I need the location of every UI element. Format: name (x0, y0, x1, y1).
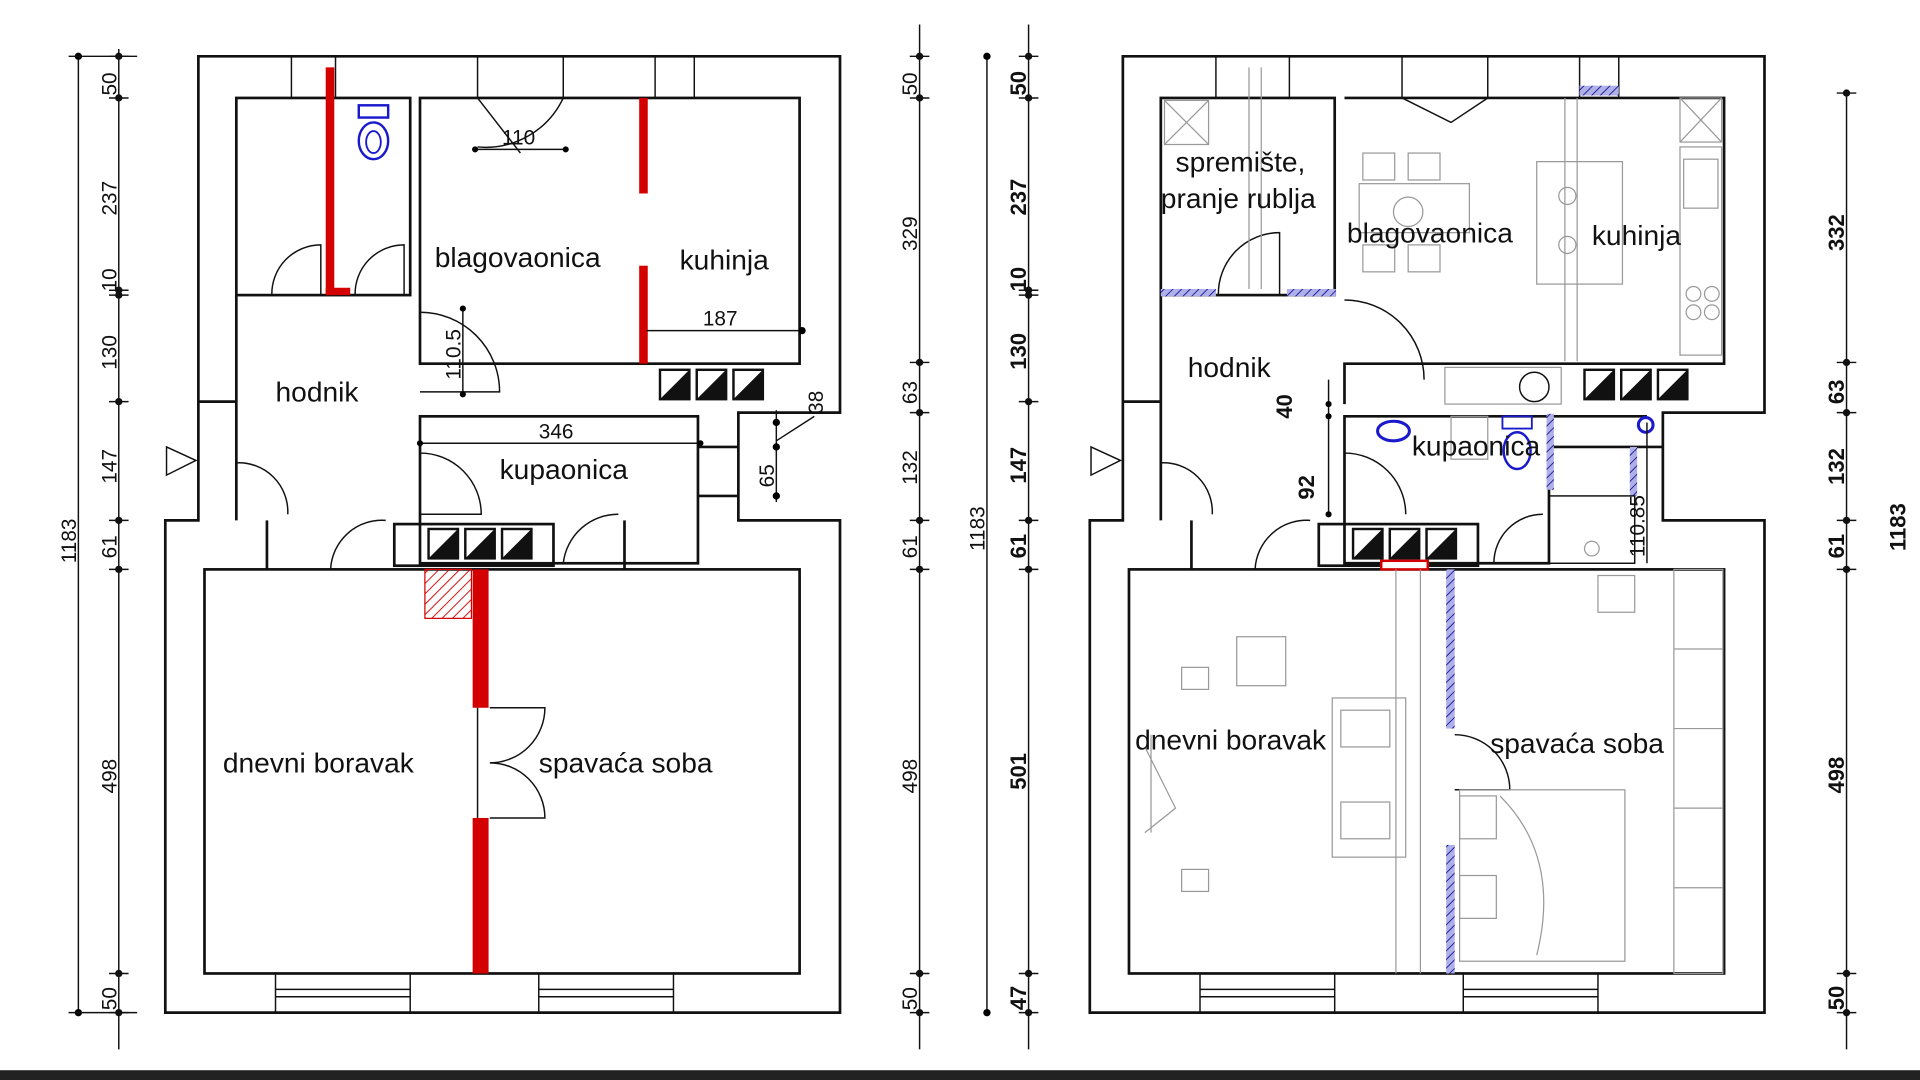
dim-seg: 47 (1006, 986, 1031, 1011)
room-spremiste: spremište, (1176, 146, 1306, 177)
interior-dimensions: 110 187 110.5 346 38 65 (416, 126, 828, 503)
dim-seg: 50 (1824, 986, 1849, 1011)
dim-seg: 50 (98, 987, 121, 1010)
dim-seg: 498 (1824, 757, 1849, 794)
dim-seg: 498 (899, 759, 922, 794)
bottom-border (0, 1070, 1920, 1080)
room-pranje-rublja: pranje rublja (1161, 183, 1316, 214)
dim-seg: 10 (1006, 267, 1031, 292)
furniture (1144, 67, 1724, 975)
dim-seg: 237 (98, 181, 121, 216)
dim-38: 38 (805, 391, 828, 414)
doors (1217, 97, 1636, 791)
dim-seg: 501 (1006, 753, 1031, 790)
dim-total-1183: 1183 (58, 519, 81, 564)
room-hodnik: hodnik (276, 377, 360, 408)
room-hodnik: hodnik (1188, 352, 1272, 383)
dim-seg: 147 (98, 449, 121, 484)
new-walls-red (325, 67, 648, 974)
room-blagovaonica: blagovaonica (1347, 217, 1513, 248)
dim-seg: 50 (899, 987, 922, 1010)
dim-110-5: 110.5 (442, 329, 465, 380)
dim-seg: 61 (1824, 534, 1849, 559)
dim-65: 65 (756, 464, 779, 487)
dim-seg: 50 (1006, 71, 1031, 96)
room-labels: spremište, pranje rublja hodnik blagovao… (1135, 146, 1681, 759)
room-labels: hodnik blagovaonica kuhinja kupaonica dn… (223, 242, 769, 779)
dim-seg: 10 (98, 268, 121, 291)
dim-40: 40 (1272, 394, 1297, 419)
dim-110: 110 (502, 126, 535, 149)
dim-187: 187 (703, 308, 738, 331)
room-kuhinja: kuhinja (1592, 220, 1682, 251)
dim-seg: 61 (98, 535, 121, 558)
dimension-chain-middle: 50 329 63 132 61 498 50 1183 (899, 24, 991, 1050)
room-dnevni-boravak: dnevni boravak (223, 748, 415, 779)
proposed-floor-plan: 40 92 110.85 spremište, pranje rublja ho… (1006, 24, 1910, 1050)
room-kuhinja: kuhinja (680, 244, 770, 275)
room-spavaca-soba: spavaća soba (539, 748, 713, 779)
room-kupaonica: kupaonica (1412, 431, 1541, 462)
sanitary-fixtures (1376, 415, 1655, 471)
dim-seg: 332 (1824, 214, 1849, 251)
interior-dimensions: 40 92 110.85 (1272, 379, 1649, 564)
dim-92: 92 (1294, 475, 1319, 500)
dim-seg: 61 (1006, 534, 1031, 559)
dimension-chain-left: 1183 50 237 10 130 147 61 498 50 (58, 48, 138, 1050)
dim-total-1183: 1183 (966, 506, 989, 551)
dim-seg: 132 (899, 450, 922, 485)
dimension-chain-new-right: 332 63 132 61 498 50 1183 (1824, 88, 1910, 1050)
dim-seg: 132 (1824, 448, 1849, 485)
dim-seg: 63 (1824, 380, 1849, 405)
dim-seg: 130 (1006, 333, 1031, 370)
dim-seg: 63 (899, 381, 922, 404)
room-kupaonica: kupaonica (500, 454, 629, 485)
dim-seg: 50 (899, 72, 922, 95)
room-blagovaonica: blagovaonica (435, 242, 601, 273)
new-partitions-blue (1160, 288, 1638, 974)
toilet-icon (357, 104, 390, 161)
dim-seg: 61 (899, 535, 922, 558)
room-spavaca-soba: spavaća soba (1490, 728, 1664, 759)
dim-seg: 498 (98, 759, 121, 794)
dim-seg: 130 (98, 335, 121, 370)
dimension-chain-new-left: 50 237 10 130 147 61 501 47 (1006, 24, 1040, 1050)
dim-seg: 237 (1006, 179, 1031, 216)
dim-total-1183: 1183 (1885, 503, 1910, 551)
dim-110-85: 110.85 (1626, 495, 1649, 557)
dim-seg: 329 (899, 216, 922, 251)
existing-floor-plan: 110 187 110.5 346 38 65 hodnik blagovaon… (58, 48, 842, 1050)
dim-seg: 50 (98, 72, 121, 95)
dim-346: 346 (539, 420, 574, 443)
room-dnevni-boravak: dnevni boravak (1135, 724, 1327, 755)
dim-seg: 147 (1006, 447, 1031, 484)
doors (271, 97, 619, 819)
